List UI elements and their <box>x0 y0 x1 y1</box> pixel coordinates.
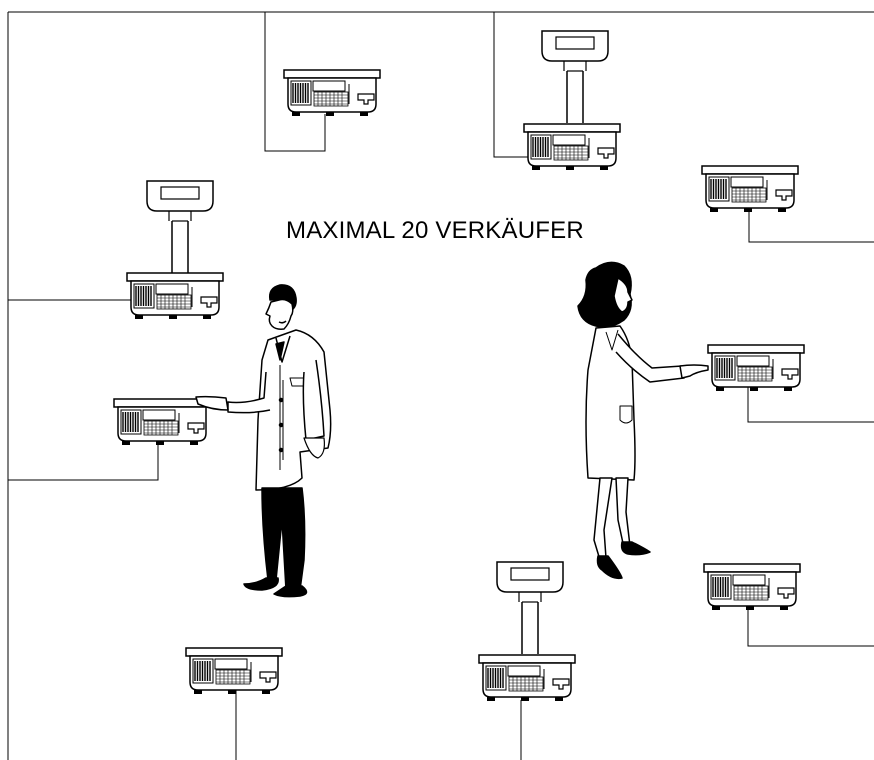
scale-tower-2 <box>127 181 223 319</box>
female-salesperson <box>578 262 708 578</box>
scale-counter-4 <box>708 345 804 391</box>
scale-tower-1 <box>524 31 620 170</box>
cable-scale-counter-2 <box>749 206 874 242</box>
cable-scale-tower-1 <box>494 12 528 157</box>
scale-counter-2 <box>702 166 798 212</box>
male-salesperson <box>196 285 331 597</box>
scale-counter-5 <box>704 564 800 610</box>
scale-counter-1 <box>284 70 380 116</box>
scale-counter-6 <box>186 648 282 694</box>
cable-scale-counter-3 <box>8 441 158 480</box>
max-sellers-caption: MAXIMAL 20 VERKÄUFER <box>286 217 584 245</box>
scale-counter-3 <box>114 399 210 445</box>
cable-scale-counter-5 <box>748 606 874 646</box>
cable-scale-counter-4 <box>748 386 874 422</box>
scale-tower-3 <box>479 562 575 701</box>
